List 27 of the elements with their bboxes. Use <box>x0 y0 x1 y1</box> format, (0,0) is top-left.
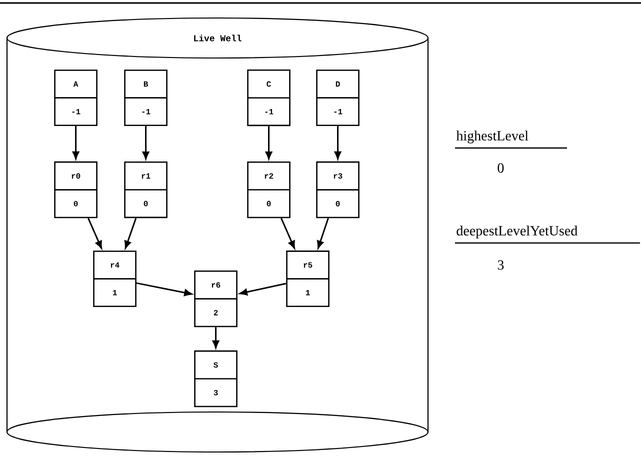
record-box: r1 0 <box>124 162 168 218</box>
record-box: r6 2 <box>194 270 238 328</box>
record-box: r2 0 <box>247 161 290 218</box>
record-box: B -1 <box>124 70 168 126</box>
record-box: D -1 <box>316 70 360 126</box>
variable-label: 3 <box>498 260 504 270</box>
variable-label: deepestLevelYetUsed <box>456 226 578 238</box>
arrow <box>88 218 102 249</box>
arrow <box>124 218 137 249</box>
arrow <box>265 126 272 160</box>
record-box: r0 0 <box>54 161 98 218</box>
record-box: r4 1 <box>93 250 136 307</box>
variable-label: highestLevel <box>456 130 528 144</box>
arrow <box>142 126 150 160</box>
variable-label: 0 <box>498 163 504 173</box>
arrow <box>72 126 80 160</box>
arrow <box>334 126 342 160</box>
record-box: r5 1 <box>286 250 330 308</box>
arrow <box>136 282 192 296</box>
record-box: r3 0 <box>316 161 360 218</box>
arrow <box>212 327 220 348</box>
record-box: C -1 <box>247 70 290 126</box>
arrow <box>317 218 329 249</box>
arrow <box>240 282 286 296</box>
arrow <box>280 218 295 249</box>
record-box: A -1 <box>54 70 98 126</box>
record-box: S 3 <box>194 350 238 408</box>
